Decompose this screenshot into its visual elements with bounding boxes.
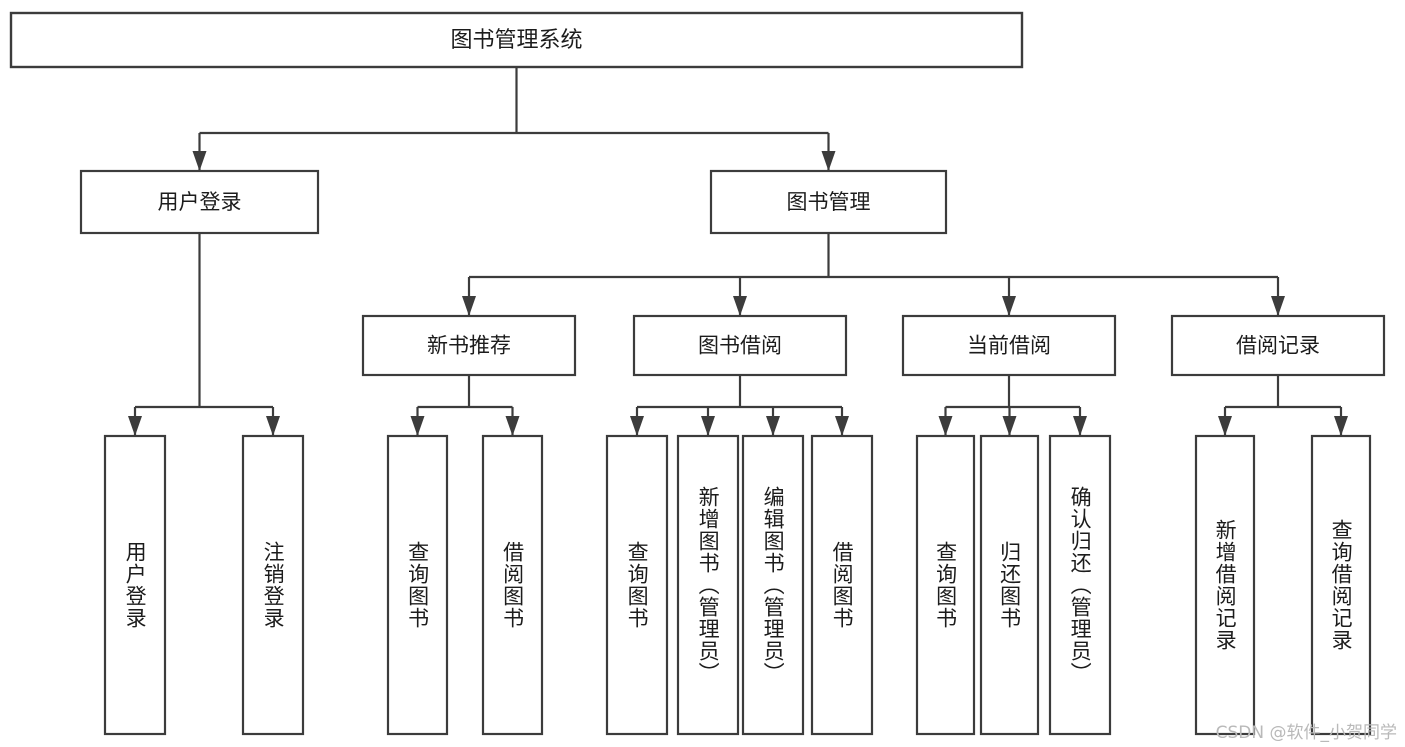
arrow-head-icon <box>630 416 644 436</box>
leaf-box-leaf-query-book-2 <box>605 434 669 736</box>
node-box-current-borrow <box>901 314 1117 377</box>
arrow-head-icon <box>835 416 849 436</box>
leaf-box-leaf-borrow-book-1 <box>481 434 544 736</box>
node-label-borrow-record: 借阅记录 <box>1236 334 1320 358</box>
arrow-head-icon <box>938 416 953 436</box>
leaf-box-leaf-logout <box>241 434 305 736</box>
node-box-borrow-record <box>1170 314 1386 377</box>
leaf-box-leaf-edit-book <box>741 434 805 736</box>
node-box-new-book-recommend <box>361 314 577 377</box>
node-label-user-login: 用户登录 <box>158 190 242 214</box>
leaf-box-leaf-return-book <box>979 434 1040 736</box>
node-label-book-management: 图书管理 <box>787 190 871 214</box>
node-label-current-borrow: 当前借阅 <box>967 334 1051 358</box>
leaf-box-leaf-user-login <box>103 434 167 736</box>
arrow-head-icon <box>410 416 425 436</box>
node-box-root <box>9 11 1024 69</box>
arrow-head-icon <box>1002 296 1016 316</box>
arrow-head-icon <box>1073 416 1087 436</box>
leaf-box-leaf-add-record <box>1194 434 1256 736</box>
leaf-box-leaf-confirm-return <box>1048 434 1112 736</box>
arrow-head-icon <box>1271 296 1285 316</box>
arrow-head-icon <box>128 416 142 436</box>
arrow-head-icon <box>766 416 780 436</box>
node-label-new-book-recommend: 新书推荐 <box>427 334 511 358</box>
connectors-layer <box>128 67 1348 436</box>
leaf-box-leaf-query-book-3 <box>915 434 976 736</box>
arrow-head-icon <box>462 296 476 316</box>
leaf-box-leaf-query-record <box>1310 434 1372 736</box>
arrow-head-icon <box>1002 416 1017 436</box>
arrow-head-icon <box>505 416 520 436</box>
node-box-book-management <box>709 169 948 235</box>
node-label-book-borrow: 图书借阅 <box>698 334 782 358</box>
node-box-user-login <box>79 169 320 235</box>
leaf-box-leaf-query-book-1 <box>386 434 449 736</box>
arrow-head-icon <box>701 416 715 436</box>
boxes-layer <box>9 11 1386 736</box>
arrow-head-icon <box>1334 416 1348 436</box>
arrow-head-icon <box>266 416 280 436</box>
arrow-head-icon <box>821 151 836 171</box>
node-label-root: 图书管理系统 <box>450 28 582 53</box>
arrow-head-icon <box>1218 416 1232 436</box>
arrow-head-icon <box>192 151 207 171</box>
node-box-book-borrow <box>632 314 848 377</box>
watermark-text: CSDN @软件_小贺同学 <box>1215 723 1397 743</box>
arrow-head-icon <box>733 296 747 316</box>
leaf-box-leaf-borrow-book-2 <box>810 434 874 736</box>
leaf-box-leaf-add-book <box>676 434 740 736</box>
